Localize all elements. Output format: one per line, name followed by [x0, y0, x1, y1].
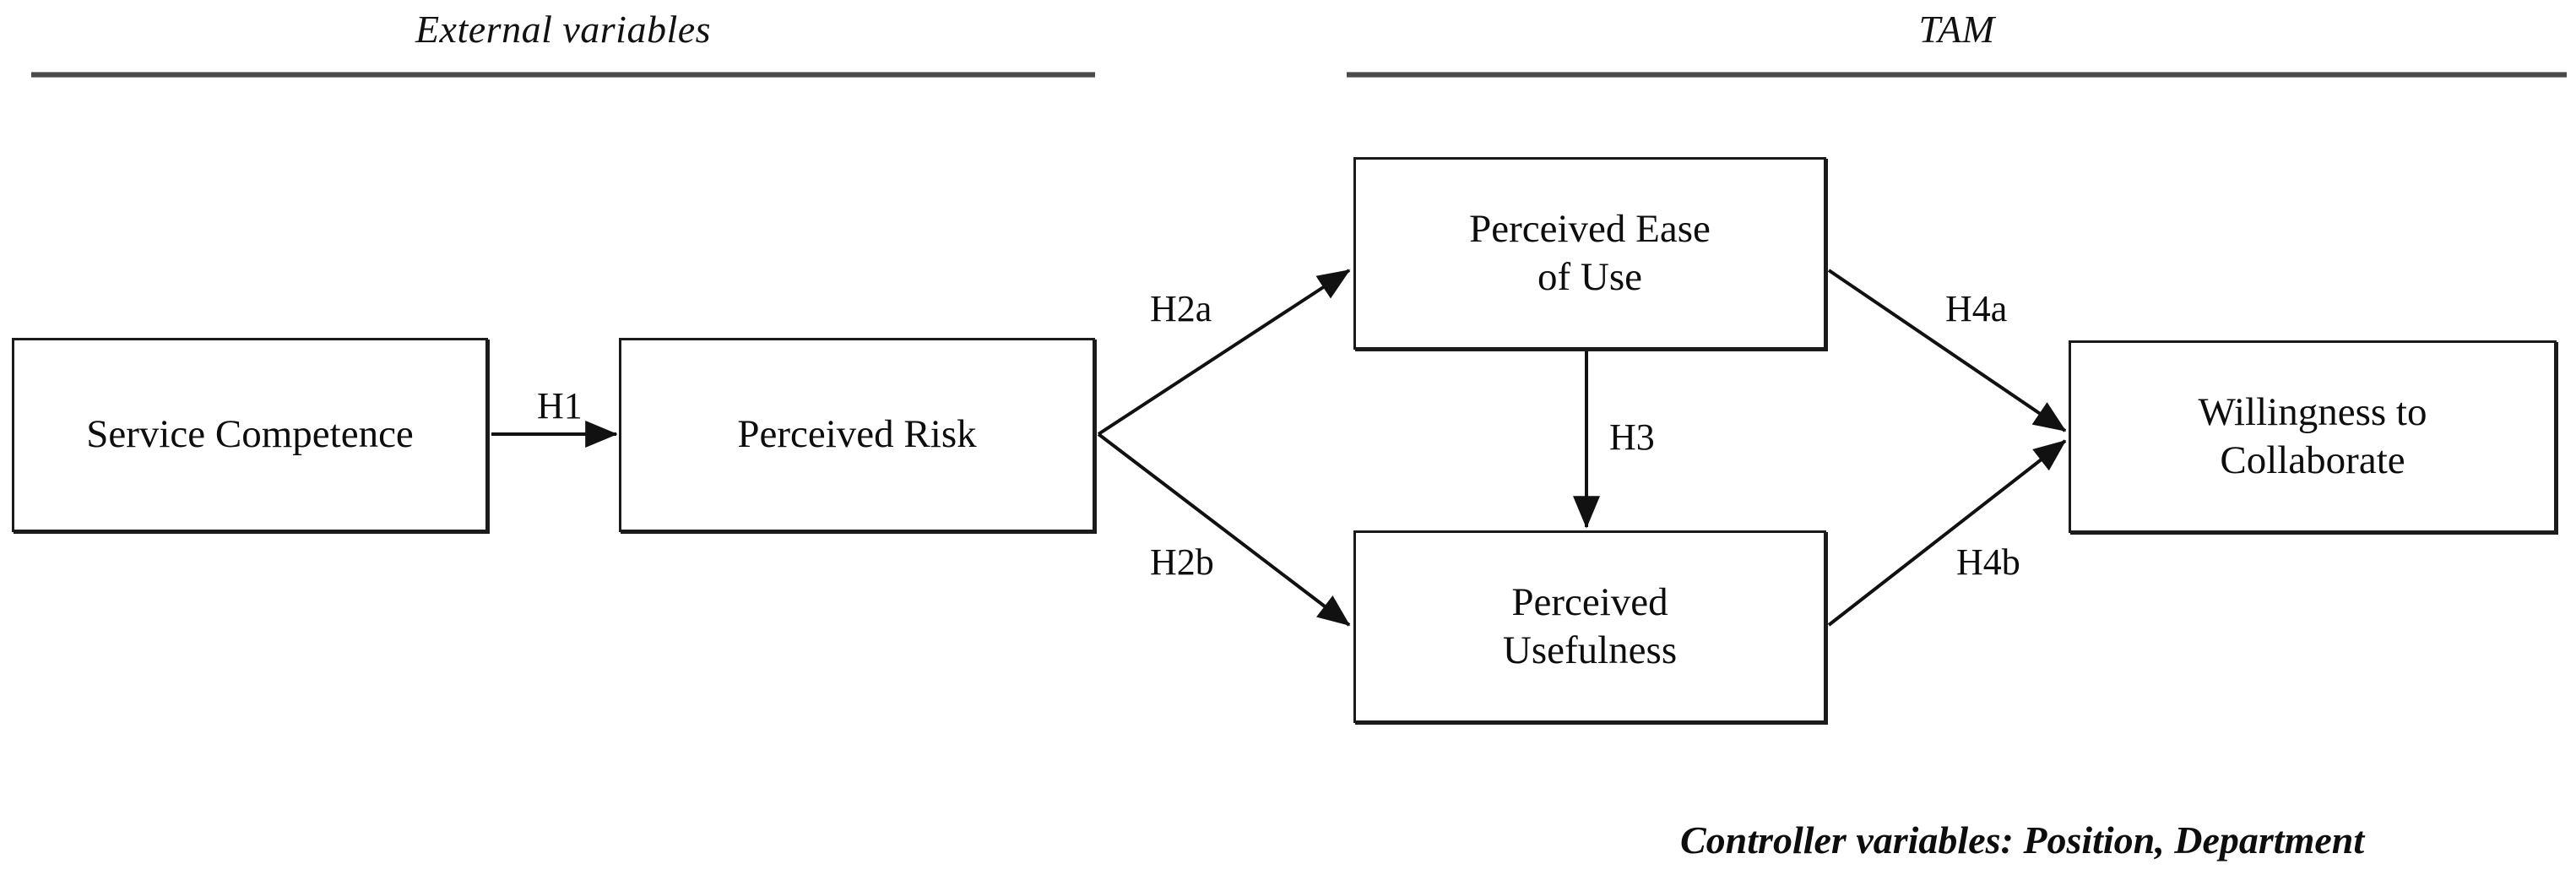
arrow-h2a: [1097, 269, 1351, 436]
node-label-perceived-usefulness: Perceived Usefulness: [1502, 579, 1678, 672]
node-label-perceived-ease-of-use: Perceived Ease of Use: [1469, 206, 1711, 299]
section-label-tam: TAM: [1918, 8, 1995, 51]
node-label-willingness-to-collaborate: Willingness to Collaborate: [2198, 389, 2427, 482]
node-perceived-risk[interactable]: Perceived Risk: [619, 338, 1095, 532]
hypothesis-label-h4b: H4b: [1956, 541, 2020, 583]
section-rule-external-variables: [31, 72, 1095, 78]
node-perceived-usefulness[interactable]: Perceived Usefulness: [1353, 530, 1826, 723]
arrow-h2b: [1097, 432, 1351, 627]
node-service-competence[interactable]: Service Competence: [12, 338, 488, 532]
hypothesis-label-h4a: H4a: [1945, 288, 2008, 329]
hypothesis-label-h1: H1: [537, 385, 583, 427]
hypothesis-label-h2a: H2a: [1150, 288, 1212, 329]
hypothesis-label-h2b: H2b: [1150, 541, 1214, 583]
hypothesis-label-h3: H3: [1609, 416, 1655, 458]
arrow-h4b: [1827, 439, 2067, 627]
node-perceived-ease-of-use[interactable]: Perceived Ease of Use: [1353, 157, 1826, 350]
node-label-perceived-risk: Perceived Risk: [737, 412, 977, 457]
node-willingness-to-collaborate[interactable]: Willingness to Collaborate: [2069, 340, 2557, 533]
section-rule-tam: [1347, 72, 2567, 78]
node-label-service-competence: Service Competence: [86, 412, 414, 457]
controller-variables-note: Controller variables: Position, Departme…: [1680, 818, 2365, 862]
section-label-external-variables: External variables: [415, 8, 712, 51]
